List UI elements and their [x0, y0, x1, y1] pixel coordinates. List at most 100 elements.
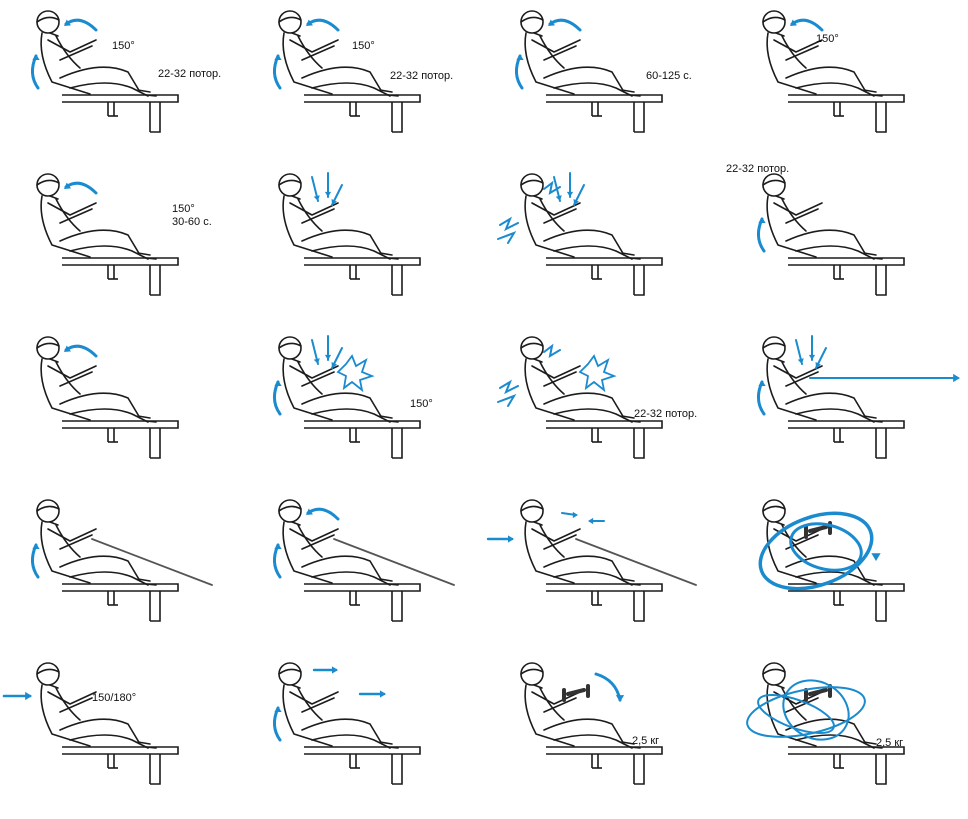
bench [304, 421, 420, 458]
exercise-illustration [0, 489, 242, 652]
reps-label: 60-125 с. [646, 70, 692, 83]
helmet-icon [37, 500, 59, 522]
bench [546, 95, 662, 132]
exercise-panel [0, 326, 242, 489]
exercise-panel: 22-32 потор. [484, 326, 726, 489]
angle-label: 150° [352, 40, 375, 53]
curve-arrow-head-icon [64, 346, 96, 356]
bench [788, 258, 904, 295]
curve-arrow-head-icon [790, 20, 822, 30]
helmet-icon [521, 174, 543, 196]
exercise-illustration [242, 489, 484, 652]
person-figure [521, 663, 640, 748]
bench [304, 747, 420, 784]
reps-label: 2,5 кг [876, 737, 903, 750]
exercise-panel: 150° [242, 326, 484, 489]
curve-arrow-back-icon [274, 380, 281, 414]
person-figure [279, 337, 398, 422]
helmet-icon [37, 663, 59, 685]
down-arrows-icon [312, 336, 342, 368]
person-figure [279, 174, 398, 259]
burst-icon [338, 356, 372, 390]
exercise-panel: 60-125 с. [484, 0, 726, 163]
curve-arrow-back-icon [516, 54, 523, 88]
curve-arrow-head-icon [306, 20, 338, 30]
bench [62, 95, 178, 132]
bench [304, 95, 420, 132]
bench [788, 747, 904, 784]
helmet-icon [279, 337, 301, 359]
helmet-icon [763, 11, 785, 33]
bench [546, 421, 662, 458]
exercise-panel: 2,5 кг [484, 652, 726, 815]
person-figure [521, 337, 640, 422]
exercise-panel [242, 163, 484, 326]
down-arrows-icon [796, 336, 826, 368]
orbit2-icon [743, 669, 870, 751]
reps-label: 22-32 потор. [158, 68, 221, 81]
curve-arrow-head-icon [548, 20, 580, 30]
exercise-illustration [726, 489, 968, 652]
exercise-illustration [484, 489, 726, 652]
person-figure [763, 337, 882, 422]
curve-arrow-back-icon [32, 54, 39, 88]
exercise-illustration [726, 0, 968, 163]
person-figure [37, 500, 156, 585]
angle-label: 150° [410, 398, 433, 411]
person-figure [521, 500, 640, 585]
exercise-illustration [726, 652, 968, 815]
curve-arrow-back-icon [758, 217, 765, 251]
bench [62, 258, 178, 295]
person-figure [521, 174, 640, 259]
bench [546, 584, 662, 621]
helmet-icon [279, 663, 301, 685]
angle-text: 150° [112, 40, 135, 53]
exercise-panel: 150° 22-32 потор. [0, 0, 242, 163]
angle-text: 150° [172, 203, 212, 216]
person-figure [37, 174, 156, 259]
angle-text: 150/180° [92, 692, 136, 705]
helmet-icon [521, 500, 543, 522]
angle-text: 150° [816, 33, 839, 46]
helmet-icon [521, 337, 543, 359]
bench [62, 584, 178, 621]
reps-label: 22-32 потор. [390, 70, 453, 83]
exercise-panel [242, 652, 484, 815]
exercise-illustration [0, 326, 242, 489]
reps-label: 22-32 потор. [634, 408, 697, 421]
exercise-panel: 22-32 потор. [726, 163, 968, 326]
bench [788, 421, 904, 458]
person-figure [279, 11, 398, 96]
exercise-illustration [242, 326, 484, 489]
bench [546, 258, 662, 295]
down-arrows-icon [312, 173, 342, 205]
bench [788, 95, 904, 132]
person-figure [37, 337, 156, 422]
helmet-icon [279, 500, 301, 522]
helmet-icon [521, 11, 543, 33]
exercise-panel: 150°30-60 с. [0, 163, 242, 326]
exercise-panel: 150/180° [0, 652, 242, 815]
curve-arrow-head-icon [64, 20, 96, 30]
person-figure [37, 11, 156, 96]
burst-icon [580, 356, 614, 390]
exercise-illustration [484, 163, 726, 326]
reps-label: 22-32 потор. [726, 163, 789, 176]
exercise-illustration [726, 326, 968, 489]
helmet-icon [763, 500, 785, 522]
person-figure [279, 500, 398, 585]
curve-arrow-head-icon [64, 183, 96, 193]
reps-label: 2,5 кг [632, 735, 659, 748]
bench [304, 584, 420, 621]
exercise-panel [484, 489, 726, 652]
exercise-panel [242, 489, 484, 652]
helmet-icon [279, 11, 301, 33]
squeeze-arrows-icon [488, 512, 604, 543]
cable-icon [576, 539, 696, 585]
helmet-icon [37, 11, 59, 33]
right-arrows-icon [314, 666, 386, 697]
cable-icon [92, 539, 212, 585]
exercise-illustration [242, 652, 484, 815]
exercise-panel [0, 489, 242, 652]
